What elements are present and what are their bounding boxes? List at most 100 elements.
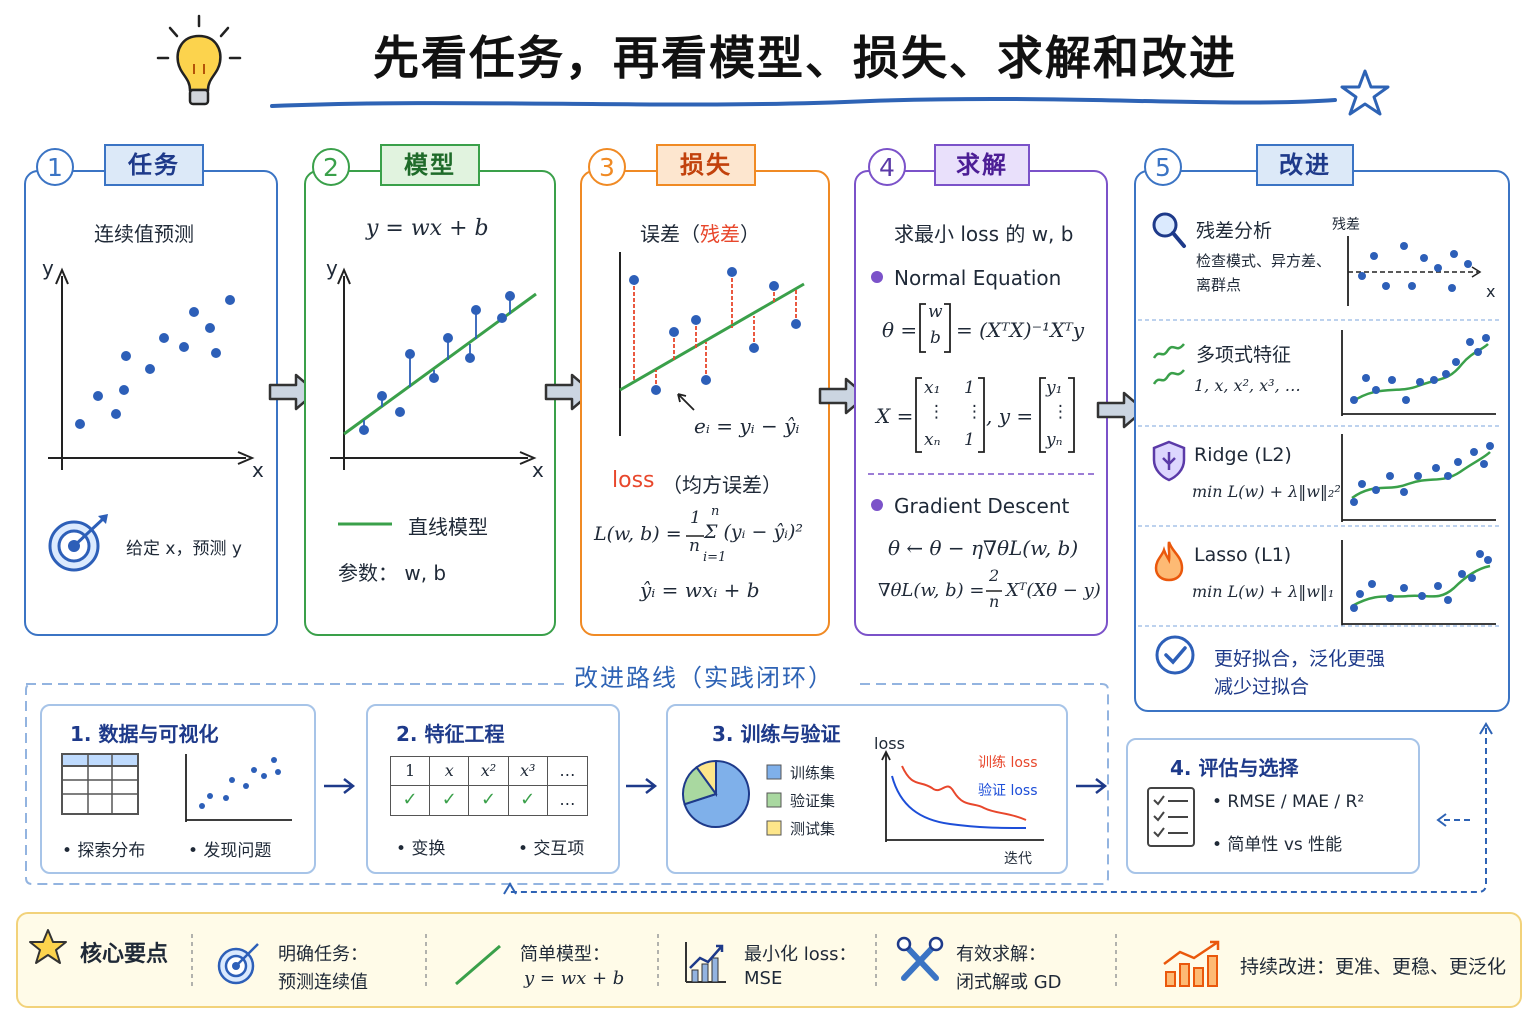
loss-word: loss (612, 468, 655, 493)
improve-result-1: 更好拟合，泛化更强 (1214, 648, 1386, 670)
legend-swatch-test (766, 820, 782, 836)
residual-chart (1347, 236, 1482, 306)
task-caption: 给定 x，预测 y (126, 539, 242, 559)
x-mdots-1: ⋮ (928, 402, 945, 422)
loss-axis-label: loss (874, 734, 905, 753)
summary-item: 闭式解或 GD (956, 972, 1062, 993)
gd-grad-a: ∇θL(w, b) = (878, 580, 985, 601)
tab-model: 模型 (380, 144, 480, 186)
route-step-title: 3. 训练与验证 (712, 722, 841, 746)
target-icon (217, 943, 259, 985)
divider (1138, 319, 1502, 321)
improve-item-title: 残差分析 (1196, 220, 1273, 242)
loop-back-arrow (503, 722, 1493, 895)
loss-card (580, 170, 830, 636)
theta-eq-b: = (XᵀX)⁻¹Xᵀy (956, 318, 1085, 342)
route-bullet: • 探索分布 (62, 841, 146, 861)
step-number-3: 3 (588, 148, 626, 186)
sum-bottom: i=1 (703, 550, 727, 565)
route-bullet: • 交互项 (518, 839, 585, 859)
residual-formula: eᵢ = yᵢ − ŷᵢ (694, 414, 800, 438)
improve-card (1134, 170, 1510, 712)
loss-heading: 误差（残差） (640, 218, 760, 247)
split-pie-chart (682, 759, 750, 828)
method-normal-equation: Normal Equation (894, 266, 1062, 290)
route-title: 改进路线（实践闭环） (574, 664, 834, 692)
residual-plot (619, 252, 805, 436)
feature-cell: … (547, 757, 587, 786)
page-title: 先看任务，再看模型、损失、求解和改进 (373, 31, 1237, 85)
improve-item-desc: min L(w) + λ‖w‖₂² (1192, 482, 1341, 501)
tab-solve: 求解 (934, 144, 1030, 186)
loss-formula-lhs: L(w, b) = (594, 523, 682, 545)
route-bullet: • 变换 (396, 839, 446, 859)
y-vdots: ⋮ (1052, 402, 1069, 422)
step-number-2: 2 (312, 148, 350, 186)
residual-chart-ylabel: 残差 (1332, 217, 1360, 233)
loss-heading-b: 残差 (700, 222, 740, 246)
model-formula: y = wx + b (366, 216, 489, 241)
improve-item-desc: 检查模式、异方差、 (1196, 252, 1332, 270)
check-circle-icon (1155, 635, 1195, 675)
legend-val: 验证集 (790, 792, 836, 810)
arrow-right-icon (1076, 778, 1108, 794)
check-icon: ✓ (391, 786, 431, 815)
x-matrix-brackets (915, 377, 985, 453)
gd-frac-num: 2 (989, 566, 1000, 585)
iter-axis-label: 迭代 (1004, 851, 1032, 867)
x-axis-label: x (532, 458, 544, 482)
summary-item: 有效求解： (956, 944, 1046, 965)
improve-item-title: Lasso (L1) (1194, 544, 1292, 566)
star-icon (29, 929, 67, 964)
y-vector-brackets (1039, 377, 1075, 453)
line-legend-icon (338, 522, 392, 526)
ridge-chart (1341, 434, 1496, 522)
loss-heading-c: ） (740, 222, 760, 246)
route-step-features: 2. 特征工程 (366, 704, 620, 874)
step-number-5: 5 (1144, 148, 1182, 186)
frac-den: n (689, 536, 700, 556)
x-mn2: 1 (964, 430, 975, 450)
bullet-icon (871, 499, 883, 511)
y-eq: , y = (986, 404, 1034, 428)
loss-note: （均方误差） (662, 473, 782, 497)
model-legend: 直线模型 (408, 515, 488, 539)
divider (868, 473, 1094, 475)
summary-separators (191, 934, 1117, 990)
x-eq: X = (876, 404, 914, 428)
loss-formula-rhs: Σ (yᵢ − ŷᵢ)² (704, 521, 804, 543)
x-m12: 1 (964, 378, 975, 398)
val-loss-label: 验证 loss (978, 783, 1038, 799)
task-heading: 连续值预测 (94, 222, 194, 246)
magnifier-icon (1152, 212, 1186, 248)
checklist-icon (1147, 787, 1195, 847)
solve-card (854, 170, 1108, 636)
step-number-1: 1 (36, 148, 74, 186)
y-axis-label: y (42, 256, 54, 280)
trend-curve-icon (1152, 343, 1185, 385)
summary-item: 明确任务： (278, 944, 368, 965)
regression-plot (330, 267, 537, 470)
flame-icon (1154, 541, 1184, 582)
target-icon (48, 514, 108, 572)
bullet-icon (871, 271, 883, 283)
route-bullet: • RMSE / MAE / R² (1212, 792, 1365, 812)
theta-vec-bot: b (930, 328, 941, 348)
summary-item: 持续改进：更准、更稳、更泛化 (1240, 956, 1507, 978)
pie-slice-test (695, 759, 717, 798)
improve-result-2: 减少过拟合 (1214, 676, 1310, 698)
model-params: 参数： w, b (338, 561, 447, 585)
model-card (304, 170, 556, 636)
loss-curve-chart (881, 749, 1044, 842)
tab-loss: 损失 (656, 144, 756, 186)
method-gradient-descent: Gradient Descent (894, 494, 1070, 518)
theta-eq-a: θ = (882, 318, 918, 342)
table-icon (61, 753, 139, 815)
improve-item-desc: min L(w) + λ‖w‖₁ (1192, 582, 1335, 601)
polynomial-chart (1341, 330, 1496, 416)
shield-icon (1152, 440, 1186, 482)
route-step-title: 4. 评估与选择 (1170, 756, 1299, 780)
route-bullet: • 简单性 vs 性能 (1212, 835, 1343, 855)
route-bullet: • 发现问题 (188, 841, 272, 861)
star-icon (1340, 69, 1390, 116)
